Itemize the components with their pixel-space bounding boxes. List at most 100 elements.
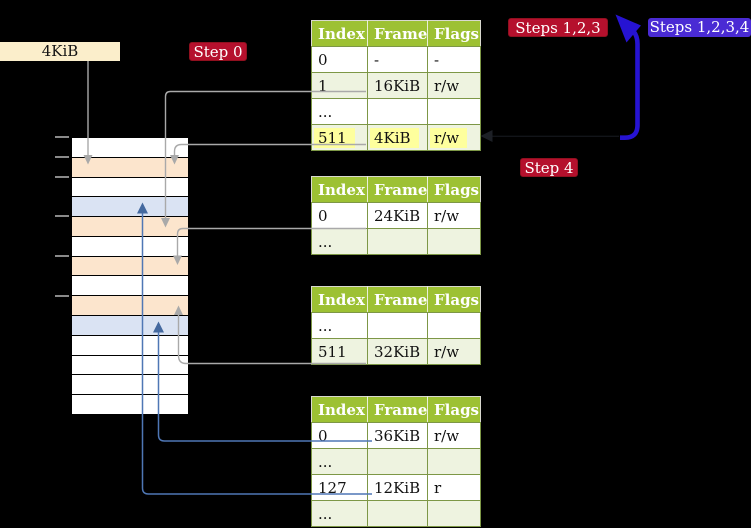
memory-frame-row-orange [72, 256, 188, 277]
badge-step-0: Step 0 [189, 42, 247, 61]
badge-steps-1-2-3: Steps 1,2,3 [508, 18, 608, 37]
page-table-cell: 24KiB [367, 202, 428, 229]
page-table-entry-row: ... [311, 500, 481, 527]
page-table-cell: r/w [427, 202, 481, 229]
loop-arrowhead-dark-icon [480, 130, 493, 142]
page-table-entry-row: ... [311, 98, 481, 125]
column-header-frame: Frame [367, 286, 428, 313]
column-header-flags: Flags [427, 20, 481, 47]
page-table-cell: ... [311, 448, 368, 475]
page-table-cell: 511 [311, 124, 368, 151]
memory-frame-row-orange [72, 296, 188, 317]
page-table-cell [427, 500, 481, 527]
page-table-cell [427, 228, 481, 255]
highlighted-value: 511 [314, 127, 355, 148]
page-table-cell [427, 448, 481, 475]
page-table-cell: 36KiB [367, 422, 428, 449]
memory-frame-row-orange [72, 157, 188, 178]
highlighted-value: r/w [430, 127, 468, 148]
memory-frame-row-white [72, 138, 188, 158]
page-table-cell: r [427, 474, 481, 501]
page-table-cell: 0 [311, 202, 368, 229]
column-header-frame: Frame [367, 20, 428, 47]
page-table-cell: 0 [311, 422, 368, 449]
page-table-entry-row: 511 4KiB r/w [311, 124, 481, 151]
page-table-cell [367, 98, 428, 125]
page-table-cell: ... [311, 228, 368, 255]
memory-frame-row-white [72, 355, 188, 376]
memory-frame-row-white [72, 375, 188, 396]
badge-step-4: Step 4 [520, 158, 578, 177]
memory-frame-row-white [72, 276, 188, 297]
column-header-frame: Frame [367, 176, 428, 203]
page-table-cell: 0 [311, 46, 368, 73]
highlighted-value: 4KiB [370, 127, 419, 148]
page-table-entry-row: 0-- [311, 46, 481, 73]
page-table-cell: r/w [427, 422, 481, 449]
address-tick [55, 136, 69, 138]
memory-frame-row-white [72, 395, 188, 414]
page-table-cell: 12KiB [367, 474, 428, 501]
page-table-cell [427, 312, 481, 339]
memory-frame-row-orange [72, 217, 188, 237]
column-header-flags: Flags [427, 286, 481, 313]
page-table-cell: 511 [311, 338, 368, 365]
page-table-cell [367, 448, 428, 475]
page-table-cell: r/w [427, 338, 481, 365]
page-table-cell: 32KiB [367, 338, 428, 365]
address-tick [55, 215, 69, 218]
address-tick [55, 175, 69, 178]
column-header-index: Index [311, 20, 368, 47]
page-table-cell: 127 [311, 474, 368, 501]
page-table-cell: - [367, 46, 428, 73]
frame-4kib-label: 4KiB [0, 42, 120, 61]
page-table-cell [427, 98, 481, 125]
column-header-index: Index [311, 286, 368, 313]
page-table-cell: 16KiB [367, 72, 428, 99]
page-table-cell: r/w [427, 124, 481, 151]
page-table-cell [367, 228, 428, 255]
physical-memory-column [71, 137, 189, 415]
page-table-cell: ... [311, 500, 368, 527]
page-table-cell: 1 [311, 72, 368, 99]
loop-arrowhead-icon [615, 14, 641, 43]
page-table-entry-row: ... [311, 448, 481, 475]
page-table-cell [367, 312, 428, 339]
address-tick [55, 294, 69, 297]
page-table-cell: ... [311, 98, 368, 125]
badge-steps-1-2-3-4: Steps 1,2,3,4 [648, 18, 751, 37]
memory-frame-row-white [72, 335, 188, 356]
loop-arrow-shaft [620, 25, 640, 140]
page-table-entry-row: ... [311, 312, 481, 339]
column-header-flags: Flags [427, 176, 481, 203]
page-table-cell [367, 500, 428, 527]
page-table-cell: - [427, 46, 481, 73]
page-table-cell: ... [311, 312, 368, 339]
address-tick [55, 155, 69, 158]
page-table-cell: 4KiB [367, 124, 428, 151]
column-header-flags: Flags [427, 396, 481, 423]
memory-frame-row-white [72, 236, 188, 257]
page-table-entry-row: ... [311, 228, 481, 255]
column-header-index: Index [311, 176, 368, 203]
memory-frame-row-blue [72, 316, 188, 336]
address-tick [55, 255, 69, 258]
column-header-index: Index [311, 396, 368, 423]
page-table-cell: r/w [427, 72, 481, 99]
memory-frame-row-white [72, 177, 188, 198]
column-header-frame: Frame [367, 396, 428, 423]
memory-frame-row-blue [72, 197, 188, 218]
